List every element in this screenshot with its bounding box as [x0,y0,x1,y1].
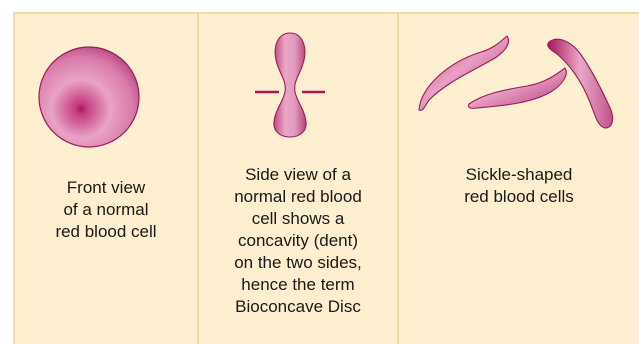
panel-front-view: Front view of a normal red blood cell [13,12,197,344]
caption-line: Front view [15,177,197,199]
panel-side-view: Side view of a normal red blood cell sho… [197,12,397,344]
caption-line: red blood cells [399,186,639,208]
caption-line: Sickle-shaped [399,164,639,186]
sickle-cell-bottom [468,68,566,108]
caption-line: concavity (dent) [199,230,397,252]
caption-sickle-cells: Sickle-shaped red blood cells [399,164,639,208]
caption-line: cell shows a [199,208,397,230]
caption-line: Bioconcave Disc [199,296,397,318]
caption-line: of a normal [15,199,197,221]
caption-line: on the two sides, [199,252,397,274]
caption-side-view: Side view of a normal red blood cell sho… [199,164,397,318]
caption-line: hence the term [199,274,397,296]
caption-line: normal red blood [199,186,397,208]
caption-line: red blood cell [15,221,197,243]
panel-sickle-cells: Sickle-shaped red blood cells [397,12,639,344]
caption-line: Side view of a [199,164,397,186]
caption-front-view: Front view of a normal red blood cell [15,177,197,243]
